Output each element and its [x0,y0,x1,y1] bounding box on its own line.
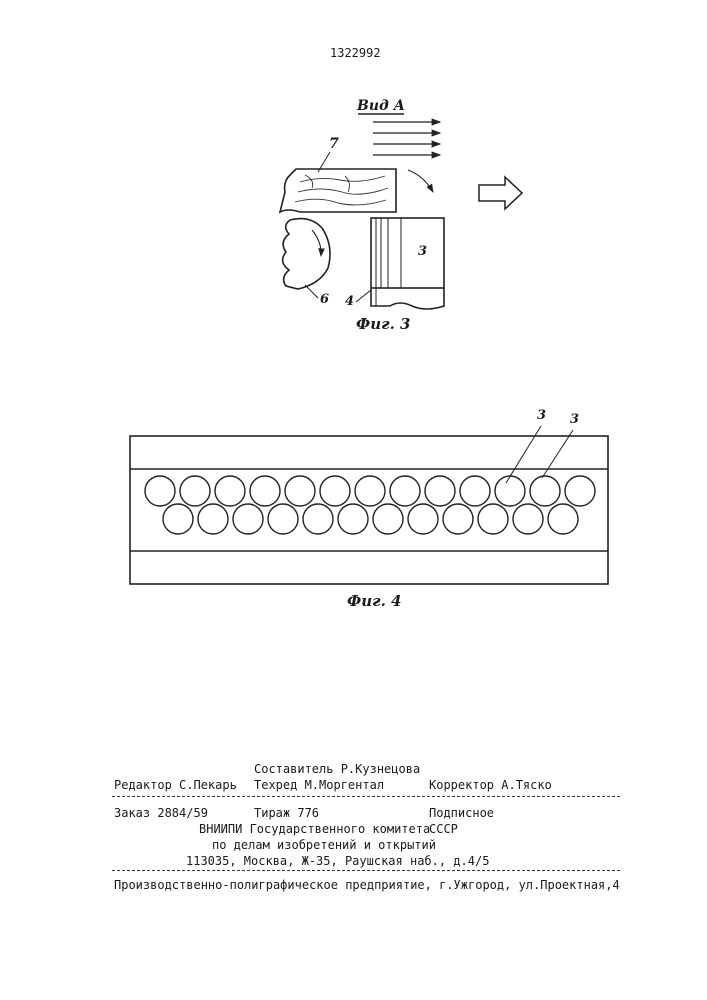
subscription-line: Подписное [429,806,494,820]
label-3-fig4-left: 3 [537,408,546,423]
corrector-line: Корректор А.Тяско [429,778,552,792]
lower-row-circle [443,504,473,534]
lower-row-circle [233,504,263,534]
lower-row-circle [338,504,368,534]
leader-3-left [506,426,541,483]
label-3-fig4-right: 3 [570,412,579,427]
upper-row-circle [320,476,350,506]
upper-row-circle [285,476,315,506]
upper-row-circle [530,476,560,506]
upper-row-circle [495,476,525,506]
leader-3-right [542,430,573,478]
upper-row-circle [460,476,490,506]
org-line-3: 113035, Москва, Ж-35, Раушская наб., д.4… [186,854,489,868]
lower-row-circle [513,504,543,534]
upper-row-circle [390,476,420,506]
figure-4-caption: Фиг. 4 [347,592,401,610]
upper-row-circle [215,476,245,506]
lower-row-circle [268,504,298,534]
divider-2 [112,870,620,871]
lower-row-circle [198,504,228,534]
editor-line: Редактор С.Пекарь [114,778,237,792]
lower-row-circle [478,504,508,534]
lower-row-circle [548,504,578,534]
upper-row-circle [145,476,175,506]
upper-row-circle [565,476,595,506]
upper-row-circle [180,476,210,506]
lower-row-circle [373,504,403,534]
techred-line: Техред М.Моргентал [254,778,384,792]
divider-1 [112,796,620,797]
upper-row-circle [355,476,385,506]
org-line-1-suffix: СССР [429,822,458,836]
org-line-2: по делам изобретений и открытий [212,838,436,852]
org-line-1: ВНИИПИ Государственного комитета [199,822,430,836]
lower-row-circle [163,504,193,534]
printer-line: Производственно-полиграфическое предприя… [114,878,620,892]
circle-rows [145,476,595,534]
upper-row-circle [425,476,455,506]
circulation-line: Тираж 776 [254,806,319,820]
lower-row-circle [303,504,333,534]
lower-row-circle [408,504,438,534]
compiler-line: Составитель Р.Кузнецова [254,762,420,776]
upper-row-circle [250,476,280,506]
order-line: Заказ 2884/59 [114,806,208,820]
